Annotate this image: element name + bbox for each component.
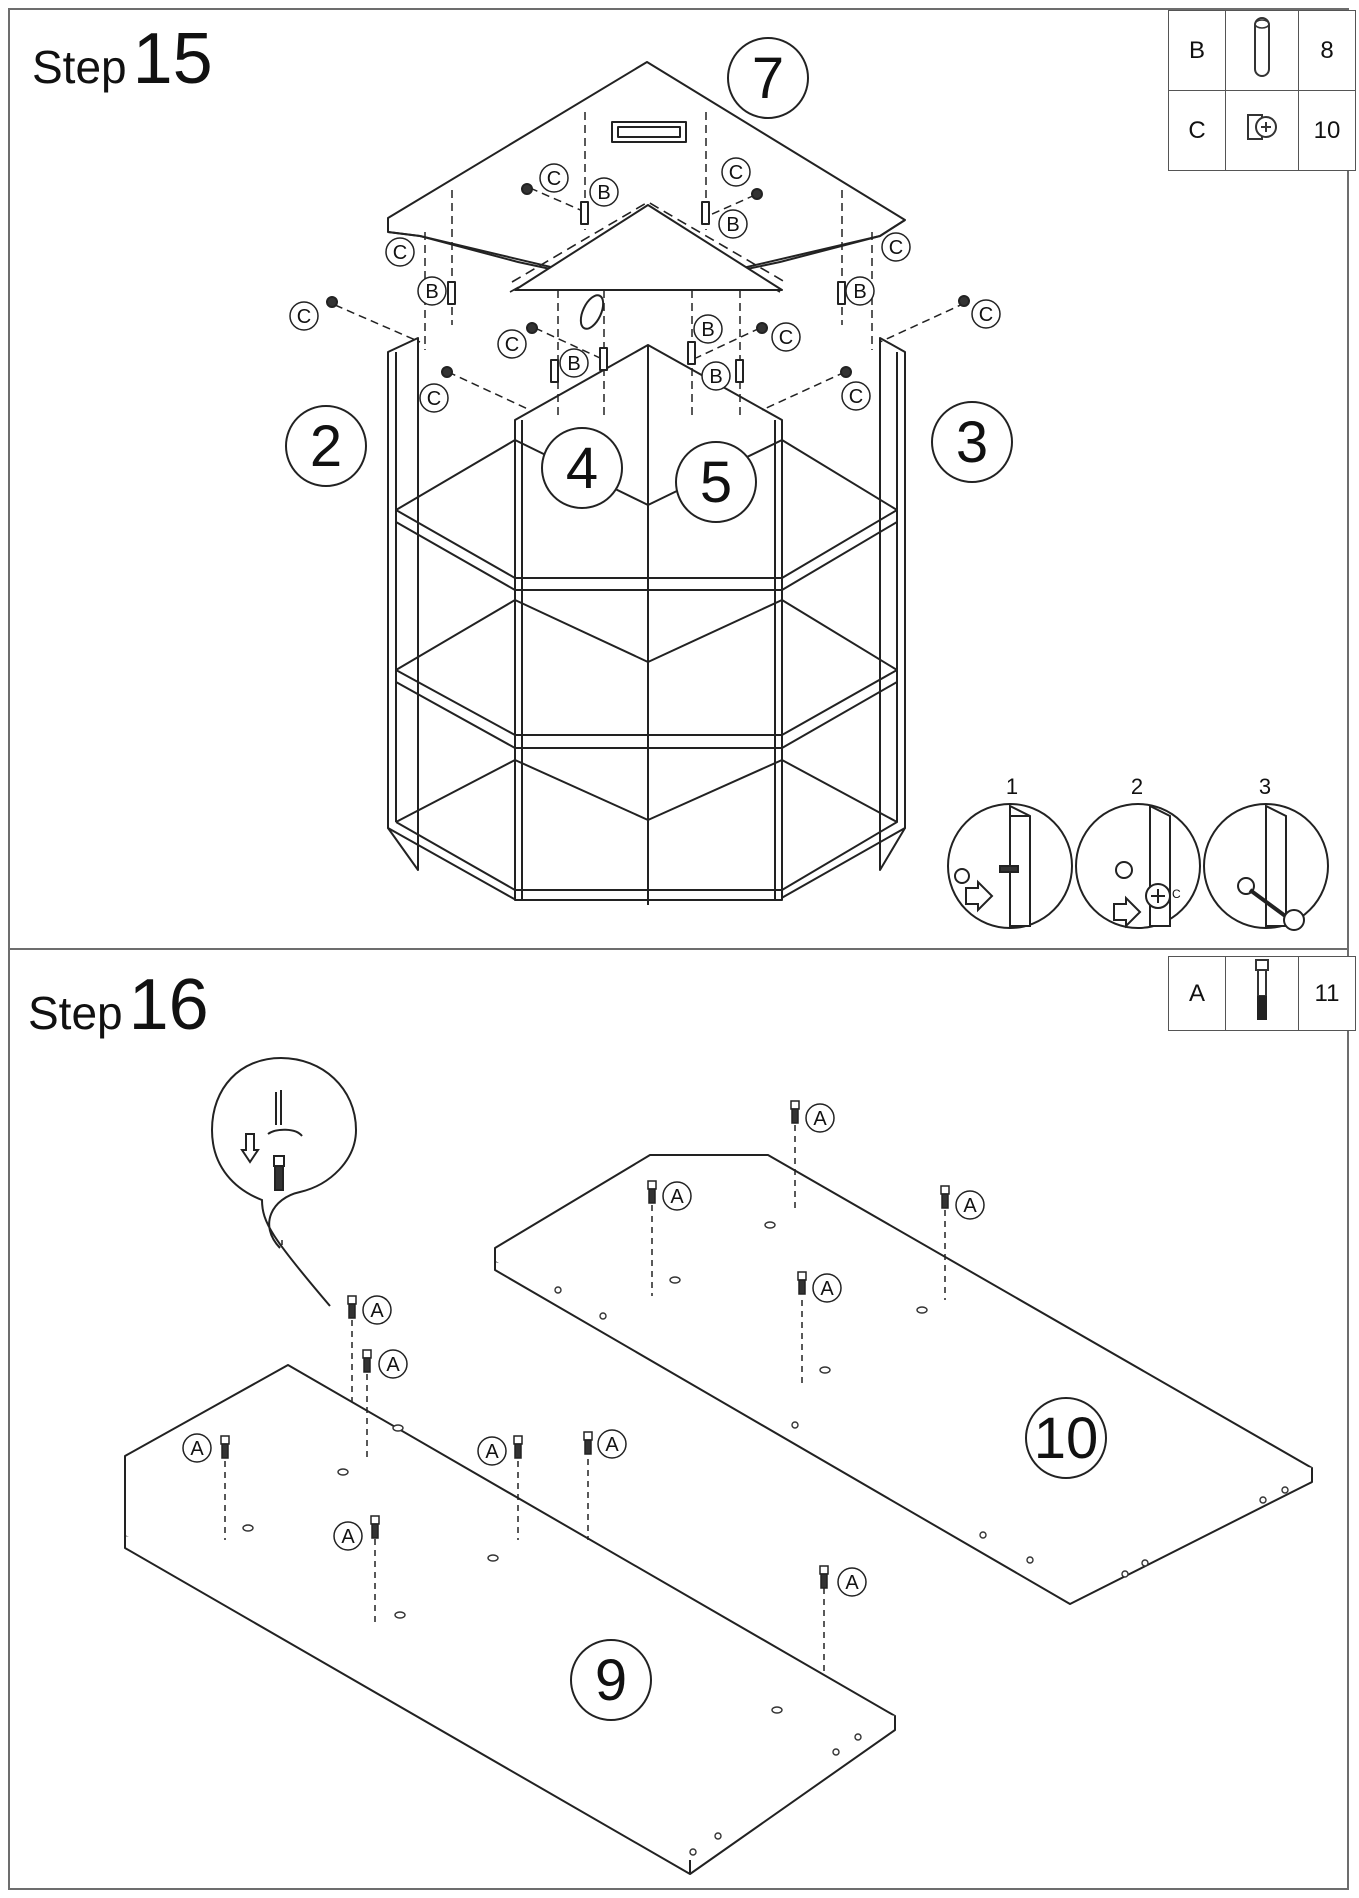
parts-row: C 10: [1168, 90, 1356, 171]
cam-callout: C: [729, 162, 743, 184]
cam-callout: C: [427, 388, 441, 410]
inset-details: [947, 803, 1329, 931]
part-qty: 8: [1298, 10, 1356, 91]
dowel-callout: B: [701, 319, 714, 341]
step-16-heading: Step16: [28, 964, 209, 1046]
cam-bolt-icon: [1225, 956, 1299, 1031]
step-divider: [8, 948, 1349, 950]
step-word: Step: [32, 41, 127, 93]
panel-2-marker: [285, 405, 367, 487]
step-15-drawing: 7 2 3 4 5 B B B B B B B: [285, 37, 1329, 931]
cam-callout: C: [849, 386, 863, 408]
inset-step-number: 3: [1259, 774, 1271, 799]
cam-callout: C: [779, 327, 793, 349]
panel-label: 3: [956, 410, 988, 475]
dowel-icon: [1225, 10, 1299, 91]
panel-5-marker: [675, 441, 757, 523]
cam-callout: C: [297, 306, 311, 328]
inset-step-number: 2: [1131, 774, 1143, 799]
panel-3-marker: [931, 401, 1013, 483]
cam-callout: C: [393, 242, 407, 264]
cam-callout: C: [979, 304, 993, 326]
panel-label: 4: [566, 436, 598, 501]
cam-callout: C: [505, 334, 519, 356]
step-word: Step: [28, 987, 123, 1039]
panel-7-marker: [727, 37, 809, 119]
panel-label: 5: [700, 450, 732, 515]
part-qty: 10: [1298, 90, 1356, 171]
dowel-callout: B: [709, 366, 722, 388]
cam-callout: C: [547, 168, 561, 190]
parts-row: A 11: [1168, 956, 1356, 1031]
panel-label: 2: [310, 414, 342, 479]
step-15-parts-table: B 8 C 10: [1168, 10, 1356, 171]
cam-callout: C: [889, 237, 903, 259]
part-code: A: [1168, 956, 1226, 1031]
step-16-parts-table: A 11: [1168, 956, 1356, 1031]
inset-step-number: 1: [1006, 774, 1018, 799]
dowel-callout: B: [597, 182, 610, 204]
inset-cam-label: C: [1172, 887, 1181, 901]
panel-4-marker: [541, 427, 623, 509]
cam-lock-icon: [1225, 90, 1299, 171]
part-qty: 11: [1298, 956, 1356, 1031]
dowel-callout: B: [567, 353, 580, 375]
dowel-callout: B: [853, 281, 866, 303]
dowel-callout: B: [726, 214, 739, 236]
dowel-callout: B: [425, 281, 438, 303]
part-code: C: [1168, 90, 1226, 171]
step-number: 15: [132, 19, 213, 99]
panel-label: 7: [752, 46, 784, 111]
step-15-heading: Step15: [32, 18, 213, 100]
step-number: 16: [128, 965, 209, 1045]
